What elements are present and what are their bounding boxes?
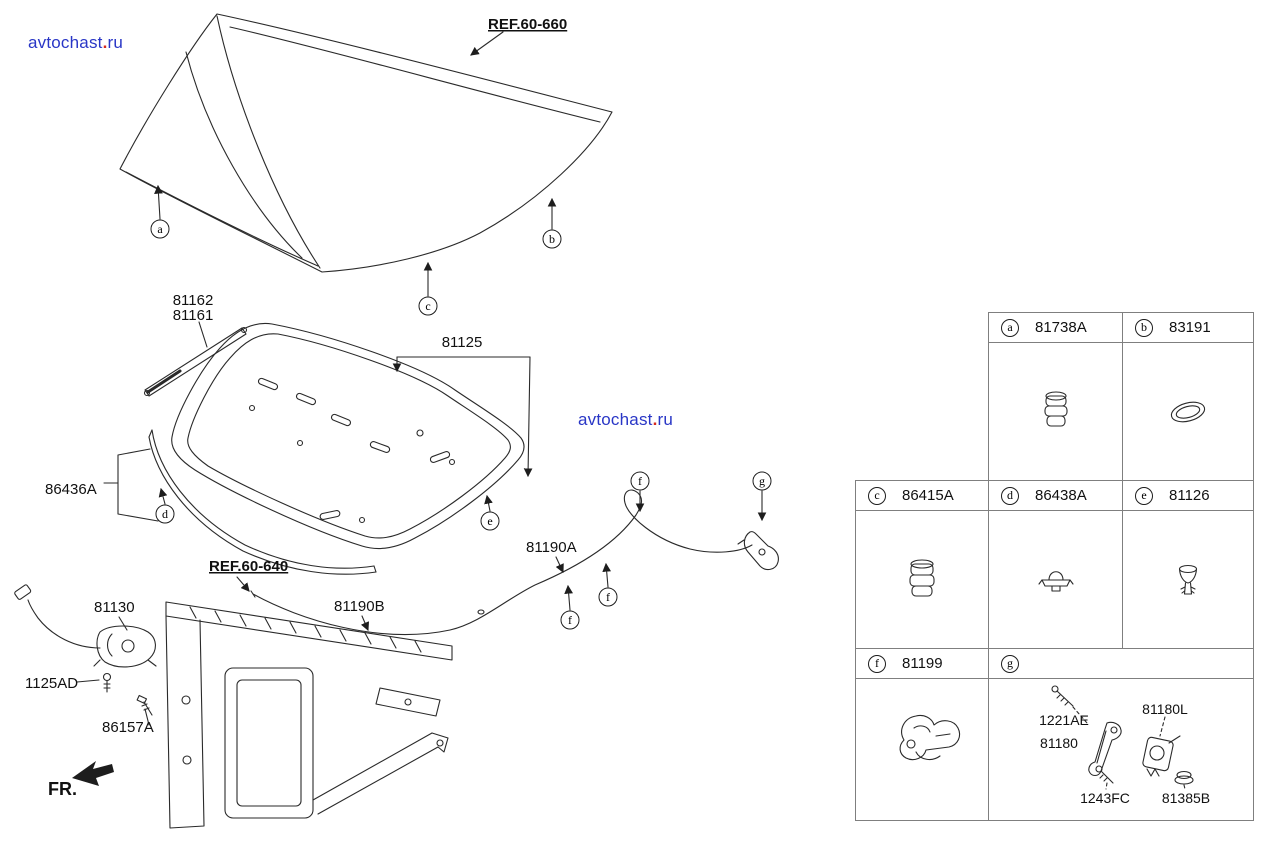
callout-g-letter: g <box>759 474 765 488</box>
parts-cell-g-header: g <box>989 649 1253 679</box>
watermark-text: avtochast <box>28 33 103 52</box>
parts-cell-a-header: a 81738A <box>989 313 1122 343</box>
tree-clip-icon <box>1178 564 1198 595</box>
parts-cell-e-body <box>1123 511 1253 648</box>
latch-bolt-drawing <box>102 672 112 693</box>
parts-cell-d-header: d 86438A <box>989 481 1122 511</box>
callout-badge-a: a <box>1001 318 1019 337</box>
label-screw-86157a: 86157A <box>102 719 154 736</box>
release-cable-drawing <box>250 489 753 636</box>
label-insulator-pad-81125: 81125 <box>442 334 483 351</box>
parts-cell-c-body <box>856 511 988 648</box>
watermark-text: avtochast <box>578 410 653 429</box>
parts-cell-c: c 86415A <box>855 480 989 649</box>
callout-e-letter: e <box>487 514 492 528</box>
callout-e: e <box>480 511 500 531</box>
hood-insulator-pad-drawing <box>171 322 525 550</box>
callout-b-letter: b <box>549 232 555 246</box>
label-lift-rod-81162: 81162 <box>173 292 214 309</box>
parts-cell-d-body <box>989 511 1122 648</box>
parts-cell-a-body <box>989 343 1122 480</box>
watermark-dot: . <box>652 410 658 429</box>
hood-panel-drawing <box>119 13 613 273</box>
label-cable-81180l: 81180L <box>1142 701 1188 717</box>
label-cable-81190b: 81190B <box>334 598 385 615</box>
parts-cell-b-header: b 83191 <box>1123 313 1253 343</box>
part-number-81126: 81126 <box>1169 487 1210 504</box>
label-lift-rod-81161: 81161 <box>173 307 214 324</box>
parts-cell-b: b 83191 <box>1122 312 1254 481</box>
parts-cell-d: d 86438A <box>988 480 1123 649</box>
callout-badge-g: g <box>1001 654 1019 673</box>
parts-cell-g-body: 1221AE 81180 81180L 1243FC 81385B <box>989 679 1253 820</box>
parts-cell-c-header: c 86415A <box>856 481 988 511</box>
label-bolt-1125ad: 1125AD <box>25 675 78 692</box>
parts-cell-e-header: e 81126 <box>1123 481 1253 511</box>
callout-f-letter: f <box>568 613 572 627</box>
callout-arrows <box>154 184 767 611</box>
ring-seal-icon <box>1170 401 1206 422</box>
parts-cell-f-body <box>856 679 988 820</box>
label-screw-1221ae: 1221AE <box>1039 712 1089 728</box>
parts-cell-g: g <box>988 648 1254 821</box>
hood-lift-rod-drawing <box>143 326 248 397</box>
callout-f-2: f <box>560 610 580 630</box>
front-direction-indicator: FR. <box>48 761 114 799</box>
latch-screw-drawing <box>136 694 153 716</box>
front-end-panel-drawing <box>165 601 453 829</box>
callout-badge-f: f <box>868 654 886 673</box>
label-cable-81190a: 81190A <box>526 539 577 556</box>
hood-latch-drawing <box>14 584 157 668</box>
retainer-clip-icon <box>1037 570 1074 592</box>
callout-d: d <box>155 504 175 524</box>
fr-arrow-icon <box>72 761 114 786</box>
watermark-dot: . <box>102 33 108 52</box>
callout-b: b <box>542 229 562 249</box>
watermark-tld: ru <box>657 410 674 429</box>
callout-f-3: f <box>598 587 618 607</box>
callout-g: g <box>752 471 772 491</box>
rubber-bumper-icon <box>909 558 935 597</box>
callout-f-1: f <box>630 471 650 491</box>
parts-cell-a: a 81738A <box>988 312 1123 481</box>
part-number-81199: 81199 <box>902 655 943 672</box>
release-handle-assembly-icon <box>1051 685 1194 790</box>
cable-clip-icon <box>899 714 961 760</box>
hood-weatherstrip-drawing <box>148 429 377 575</box>
callout-badge-e: e <box>1135 486 1153 505</box>
ref-hood-label: REF.60-660 <box>488 16 567 33</box>
grommet-plug-icon <box>1043 390 1068 427</box>
callout-badge-b: b <box>1135 318 1153 337</box>
cable-handle-drawing <box>737 531 779 571</box>
label-latch-81130: 81130 <box>94 599 135 616</box>
watermark-center: avtochast.ru <box>578 410 673 430</box>
callout-a: a <box>150 219 170 239</box>
label-screw-1243fc: 1243FC <box>1080 790 1130 806</box>
part-number-81738a: 81738A <box>1035 319 1087 336</box>
parts-cell-f-header: f 81199 <box>856 649 988 679</box>
callout-badge-d: d <box>1001 486 1019 505</box>
part-number-86415a: 86415A <box>902 487 954 504</box>
callout-badge-c: c <box>868 486 886 505</box>
callout-f-letter: f <box>606 590 610 604</box>
part-number-86438a: 86438A <box>1035 487 1087 504</box>
callout-c-letter: c <box>425 299 430 313</box>
fr-label: FR. <box>48 779 77 799</box>
callout-c: c <box>418 296 438 316</box>
label-handle-81180: 81180 <box>1040 735 1078 751</box>
parts-cell-f: f 81199 <box>855 648 989 821</box>
label-weatherstrip-86436a: 86436A <box>45 481 97 498</box>
leader-lines <box>76 31 564 726</box>
callout-a-letter: a <box>157 222 163 236</box>
callout-d-letter: d <box>162 507 168 521</box>
watermark-tld: ru <box>107 33 124 52</box>
parts-cell-e: e 81126 <box>1122 480 1254 649</box>
ref-front-panel-label: REF.60-640 <box>209 558 288 575</box>
part-number-83191: 83191 <box>1169 319 1211 336</box>
parts-cell-b-body <box>1123 343 1253 480</box>
callout-f-letter: f <box>638 474 642 488</box>
label-grommet-81385b: 81385B <box>1161 790 1211 806</box>
watermark-top-left: avtochast.ru <box>28 33 123 53</box>
